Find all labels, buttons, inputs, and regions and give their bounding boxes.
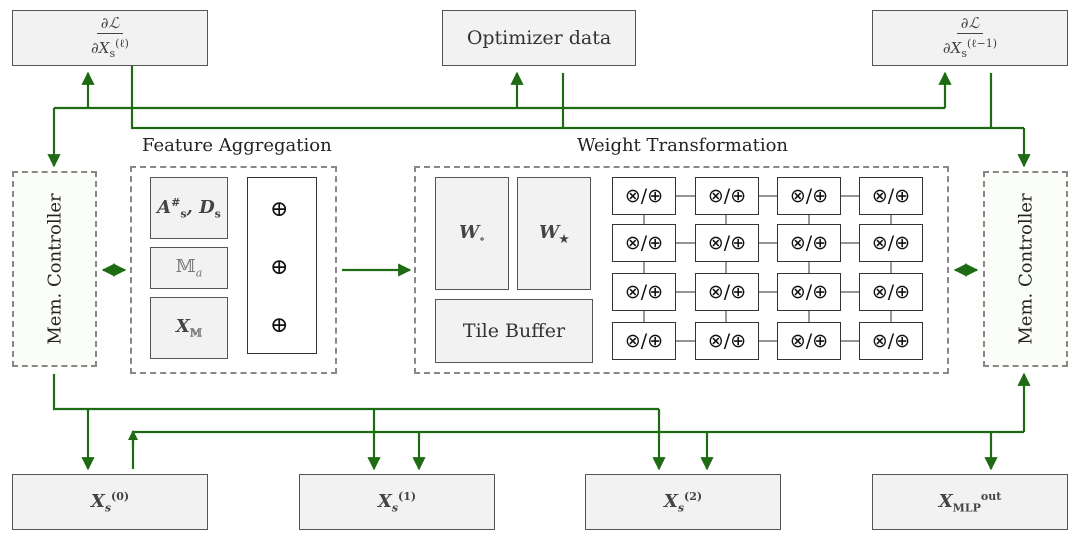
pe-cell: ⊗/⊕ (695, 177, 759, 215)
x1-box: Xs(1) (299, 474, 495, 530)
accumulator-panel (247, 177, 317, 354)
grad-left-fraction: ∂ℒ ∂Xs(ℓ) (91, 13, 129, 60)
mem-controller-right-label: Mem. Controller (1015, 193, 1037, 345)
grad-left-box: ∂ℒ ∂Xs(ℓ) (12, 10, 208, 66)
optimizer-data-label: Optimizer data (466, 27, 612, 49)
tile-buffer-label: Tile Buffer (462, 320, 566, 342)
accumulator-3: ⊕ (270, 313, 289, 338)
accumulator-2: ⊕ (270, 255, 289, 280)
w-circ-block: W∘ (435, 177, 509, 290)
pe-cell: ⊗/⊕ (859, 224, 923, 262)
pe-grid-links (643, 195, 892, 342)
accumulator-1: ⊕ (270, 197, 289, 222)
m-a-block: 𝕄a (150, 247, 228, 289)
pe-cell: ⊗/⊕ (612, 177, 676, 215)
pe-cell: ⊗/⊕ (695, 322, 759, 360)
pe-cell: ⊗/⊕ (612, 273, 676, 311)
grad-right-box: ∂ℒ ∂Xs(ℓ−1) (872, 10, 1068, 66)
x2-box: Xs(2) (585, 474, 781, 530)
adjacency-degree-block: A#s, Ds (150, 177, 228, 239)
tile-buffer-block: Tile Buffer (435, 299, 593, 363)
optimizer-data-box: Optimizer data (442, 10, 636, 66)
mem-controller-left (12, 171, 97, 367)
pe-cell: ⊗/⊕ (695, 224, 759, 262)
pe-cell: ⊗/⊕ (859, 177, 923, 215)
bus-right-ctrl-lower (131, 430, 1024, 469)
bus-left-ctrl-lower (52, 374, 659, 411)
grad-right-fraction: ∂ℒ ∂Xs(ℓ−1) (942, 13, 998, 60)
w-star-block: W★ (517, 177, 591, 290)
x-m-block: X𝕄 (150, 297, 228, 359)
pe-cell: ⊗/⊕ (777, 177, 841, 215)
feature-aggregation-region (130, 166, 337, 374)
weight-transformation-region (414, 166, 949, 374)
pe-cell: ⊗/⊕ (777, 273, 841, 311)
feature-aggregation-title: Feature Aggregation (142, 135, 332, 156)
weight-transformation-title: Weight Transformation (577, 135, 789, 156)
pe-cell: ⊗/⊕ (777, 224, 841, 262)
mem-controller-right (983, 171, 1068, 367)
pe-cell: ⊗/⊕ (777, 322, 841, 360)
arrowhead-x0-up (128, 430, 138, 440)
x0-box: Xs(0) (12, 474, 208, 530)
bus-from-grad-left (130, 66, 1024, 130)
xout-box: XMLPout (872, 474, 1068, 530)
pe-cell: ⊗/⊕ (695, 273, 759, 311)
mem-controller-left-label: Mem. Controller (44, 193, 66, 345)
pe-cell: ⊗/⊕ (612, 224, 676, 262)
pe-cell: ⊗/⊕ (859, 273, 923, 311)
pe-cell: ⊗/⊕ (612, 322, 676, 360)
pe-cell: ⊗/⊕ (859, 322, 923, 360)
